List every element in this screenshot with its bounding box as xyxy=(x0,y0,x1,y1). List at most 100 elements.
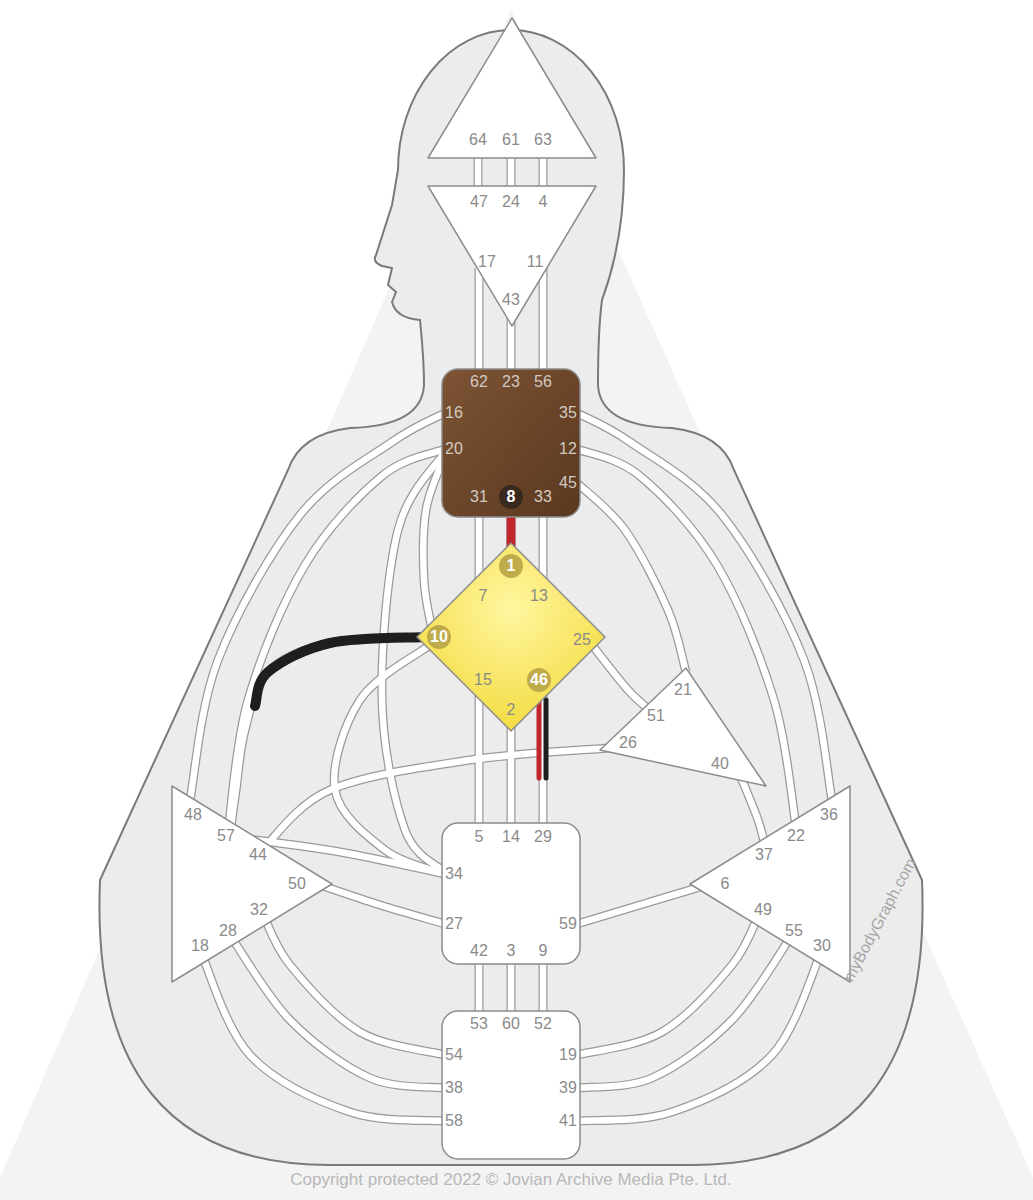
energy-center: 1713102515462 xyxy=(415,541,607,733)
gate-number: 18 xyxy=(191,937,209,955)
gate-number: 58 xyxy=(445,1112,463,1130)
gate-number: 27 xyxy=(445,915,463,933)
channel xyxy=(507,960,516,1014)
center-shape xyxy=(442,823,580,964)
channel xyxy=(539,690,548,826)
gate-number: 3 xyxy=(507,942,516,960)
gate-number: 5 xyxy=(475,828,484,846)
channel-fill xyxy=(320,885,445,924)
channel xyxy=(262,912,445,1055)
channel xyxy=(507,318,516,372)
gate-number: 2 xyxy=(507,701,516,719)
gate-number: 57 xyxy=(217,827,235,845)
gate-number: 19 xyxy=(559,1046,577,1064)
gate-number: 63 xyxy=(534,131,552,149)
channel-fill xyxy=(200,950,445,1121)
gate-number: 25 xyxy=(573,631,591,649)
gate-number: 28 xyxy=(219,922,237,940)
energy-center: 48574450322818 xyxy=(168,782,336,986)
channel-fill xyxy=(577,449,796,826)
half-channel-red xyxy=(537,700,542,778)
half-channel xyxy=(255,637,425,706)
gate-number: 44 xyxy=(249,846,267,864)
gate-number: 56 xyxy=(534,373,552,391)
center-shape xyxy=(690,786,850,982)
gate-number: 20 xyxy=(445,440,463,458)
gate-number: 22 xyxy=(787,827,805,845)
energy-center: 47244171143 xyxy=(424,184,600,330)
gate-number: 51 xyxy=(647,707,665,725)
gate-number: 32 xyxy=(250,901,268,919)
channel-fill xyxy=(540,960,547,1014)
channel-fill xyxy=(476,268,483,372)
channel-fill xyxy=(577,912,760,1055)
gate-number: 50 xyxy=(288,875,306,893)
channel xyxy=(577,912,760,1055)
active-gate: 46 xyxy=(527,668,551,692)
gate-number: 29 xyxy=(534,828,552,846)
gate-number: 41 xyxy=(559,1112,577,1130)
gate-number: 24 xyxy=(502,193,520,211)
channel xyxy=(475,268,484,372)
gate-number: 60 xyxy=(502,1015,520,1033)
gate-number: 26 xyxy=(619,734,637,752)
energy-center: 514293427594239 xyxy=(441,822,581,965)
gate-number: 21 xyxy=(674,681,692,699)
watermark: myBodyGraph.com xyxy=(840,855,920,984)
active-gate: 8 xyxy=(499,485,523,509)
gate-number: 36 xyxy=(820,806,838,824)
channel xyxy=(382,452,445,872)
gate-number: 53 xyxy=(470,1015,488,1033)
background-wedge xyxy=(0,10,1033,1200)
gate-number: 31 xyxy=(470,488,488,506)
energy-center: 21512640 xyxy=(596,664,770,790)
gate-number: 7 xyxy=(479,587,488,605)
gate-number: 42 xyxy=(470,942,488,960)
channel-fill xyxy=(190,413,445,800)
gate-number: 15 xyxy=(474,671,492,689)
gate-number: 35 xyxy=(559,404,577,422)
channel-fill xyxy=(476,960,483,1014)
channel-fill xyxy=(382,452,445,872)
gate-number: 45 xyxy=(559,474,577,492)
channel xyxy=(577,449,796,826)
channel xyxy=(592,645,652,712)
channel xyxy=(740,775,766,850)
center-shape xyxy=(417,543,605,731)
energy-center: 3622376495530 xyxy=(686,782,854,986)
center-shape xyxy=(172,786,332,982)
energy-center: 646163 xyxy=(424,14,600,162)
gate-number: 52 xyxy=(534,1015,552,1033)
center-shape xyxy=(428,186,596,326)
gate-number: 9 xyxy=(539,942,548,960)
gate-number: 11 xyxy=(527,253,544,271)
channel-fill xyxy=(577,884,710,924)
center-shape xyxy=(600,668,766,786)
gate-number: 43 xyxy=(502,291,520,309)
center-shape xyxy=(442,369,580,517)
gate-number: 23 xyxy=(502,373,520,391)
center-shape xyxy=(428,18,596,158)
channel-fill xyxy=(508,318,515,372)
gate-number: 54 xyxy=(445,1046,463,1064)
channel xyxy=(577,950,822,1121)
copyright-note: Copyright protected 2022 © Jovian Archiv… xyxy=(290,1170,732,1190)
active-gate: 1 xyxy=(499,554,523,578)
gate-number: 38 xyxy=(445,1079,463,1097)
channel xyxy=(577,884,710,924)
channel-fill xyxy=(577,413,832,800)
gate-number: 62 xyxy=(470,373,488,391)
channel-fill xyxy=(508,960,515,1014)
gate-number: 59 xyxy=(559,915,577,933)
gate-number: 13 xyxy=(530,587,548,605)
channel-fill xyxy=(592,645,652,712)
channel xyxy=(507,720,516,826)
energy-center: 536052541938395841 xyxy=(441,1010,581,1160)
gate-number: 30 xyxy=(813,937,831,955)
gate-number: 14 xyxy=(502,828,520,846)
channel xyxy=(539,268,548,372)
energy-center: 622356163520124531833 xyxy=(441,368,581,518)
half-channel-black xyxy=(544,700,549,778)
channel xyxy=(200,950,445,1121)
gate-number: 4 xyxy=(539,193,548,211)
